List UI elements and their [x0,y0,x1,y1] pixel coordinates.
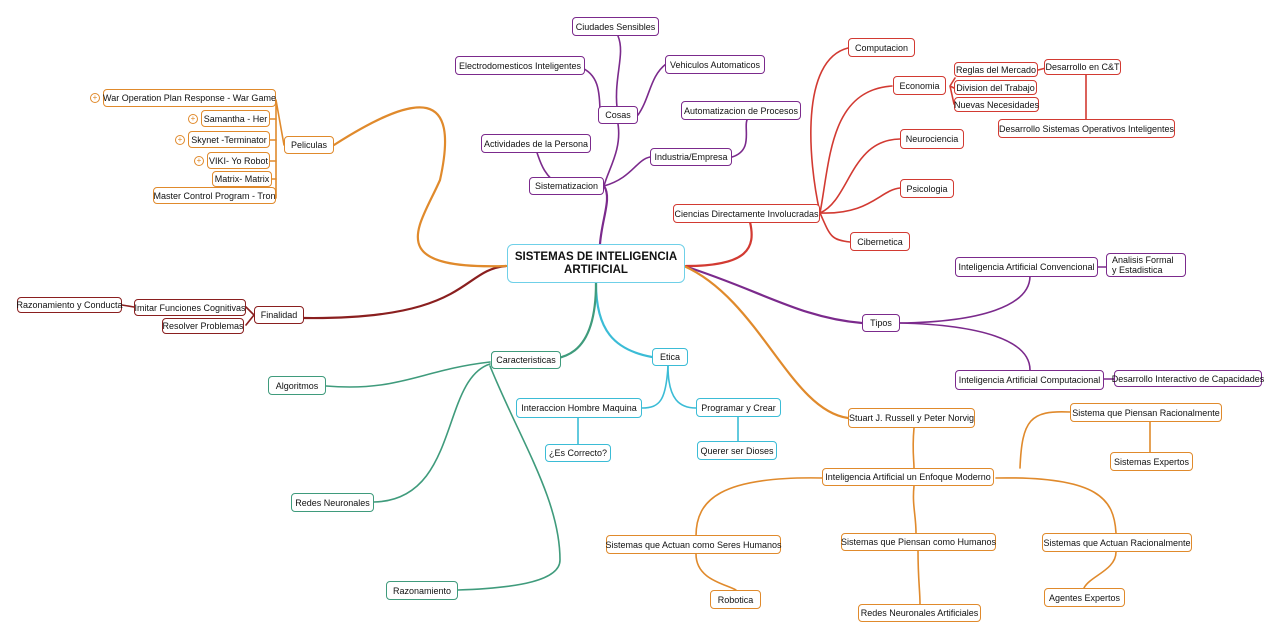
node-agentes-expertos[interactable]: Agentes Expertos [1044,588,1125,607]
node-psicologia[interactable]: Psicologia [900,179,954,198]
node-electrodomesticos[interactable]: Electrodomesticos Inteligentes [455,56,585,75]
node-division-trabajo[interactable]: Division del Trabajo [954,80,1037,95]
central-topic[interactable]: SISTEMAS DE INTELIGENCIA ARTIFICIAL [507,244,685,283]
node-ciencias-involucradas[interactable]: Ciencias Directamente Involucradas [673,204,820,223]
node-razonamiento[interactable]: Razonamiento [386,581,458,600]
node-cosas[interactable]: Cosas [598,106,638,124]
node-imitar-funciones[interactable]: Imitar Funciones Cognitivas [134,299,246,316]
node-reglas-mercado[interactable]: Reglas del Mercado [954,62,1038,77]
tipos-links [682,264,1115,380]
node-actividades-persona[interactable]: Actividades de la Persona [481,134,591,153]
node-desarrollo-so[interactable]: Desarrollo Sistemas Operativos Inteligen… [998,119,1175,138]
node-piensan-humanos[interactable]: Sistemas que Piensan como Humanos [841,533,996,551]
node-caracteristicas[interactable]: Caracteristicas [491,351,561,369]
node-redes-neuronales-artificiales[interactable]: Redes Neuronales Artificiales [858,604,981,622]
node-sistematizacion[interactable]: Sistematizacion [529,177,604,195]
node-russell-norvig[interactable]: Stuart J. Russell y Peter Norvig [848,408,975,428]
node-viki-yo-robot[interactable]: VIKI- Yo Robot [207,152,270,169]
node-piensan-racionalmente[interactable]: Sistema que Piensan Racionalmente [1070,403,1222,422]
node-analisis-formal[interactable]: Analisis Formal y Estadistica [1106,253,1186,277]
node-master-control-tron[interactable]: Master Control Program - Tron [153,187,276,204]
node-ciudades-sensibles[interactable]: Ciudades Sensibles [572,17,659,36]
node-querer-ser-dioses[interactable]: Querer ser Dioses [697,441,777,460]
node-razonamiento-conducta[interactable]: Razonamiento y Conducta [16,297,123,313]
node-samantha-her[interactable]: Samantha - Her [201,110,270,127]
node-etica[interactable]: Etica [652,348,688,366]
node-nuevas-necesidades[interactable]: Nuevas Necesidades [954,97,1039,112]
node-actuan-racionalmente[interactable]: Sistemas que Actuan Racionalmente [1042,533,1192,552]
node-cibernetica[interactable]: Cibernetica [850,232,910,251]
node-sistemas-expertos[interactable]: Sistemas Expertos [1110,452,1193,471]
node-resolver-problemas[interactable]: Resolver Problemas [162,318,244,334]
node-enfoque-moderno[interactable]: Inteligencia Artificial un Enfoque Moder… [822,468,994,486]
caracteristicas-links [325,281,598,591]
node-interaccion-hombre-maquina[interactable]: Interaccion Hombre Maquina [516,398,642,418]
etica-links [577,281,739,445]
node-ia-computacional[interactable]: Inteligencia Artificial Computacional [955,370,1104,390]
node-algoritmos[interactable]: Algoritmos [268,376,326,395]
node-robotica[interactable]: Robotica [710,590,761,609]
node-desarrollo-interactivo[interactable]: Desarrollo Interactivo de Capacidades [1112,370,1264,387]
node-es-correcto[interactable]: ¿Es Correcto? [545,444,611,462]
node-redes-neuronales[interactable]: Redes Neuronales [291,493,374,512]
russell-links [682,264,1151,605]
node-peliculas[interactable]: Peliculas [284,136,334,154]
peliculas-links [269,99,508,268]
node-desarrollo-ct[interactable]: Desarrollo en C&T [1044,59,1121,75]
node-matrix[interactable]: Matrix- Matrix [212,171,272,187]
node-skynet-terminator[interactable]: Skynet -Terminator [188,131,270,148]
node-economia[interactable]: Economia [893,76,946,95]
node-vehiculos-automaticos[interactable]: Vehiculos Automaticos [665,55,765,74]
node-programar-crear[interactable]: Programar y Crear [696,398,781,417]
finalidad-links [121,264,508,326]
node-automatizacion-procesos[interactable]: Automatizacion de Procesos [681,101,801,120]
node-industria-empresa[interactable]: Industria/Empresa [650,148,732,166]
node-war-game[interactable]: War Operation Plan Response - War Game [103,89,276,107]
node-finalidad[interactable]: Finalidad [254,306,304,324]
node-actuan-humanos[interactable]: Sistemas que Actuan como Seres Humanos [605,535,782,554]
node-tipos[interactable]: Tipos [862,314,900,332]
node-neurociencia[interactable]: Neurociencia [900,129,964,149]
node-computacion[interactable]: Computacion [848,38,915,57]
node-ia-convencional[interactable]: Inteligencia Artificial Convencional [955,257,1098,277]
